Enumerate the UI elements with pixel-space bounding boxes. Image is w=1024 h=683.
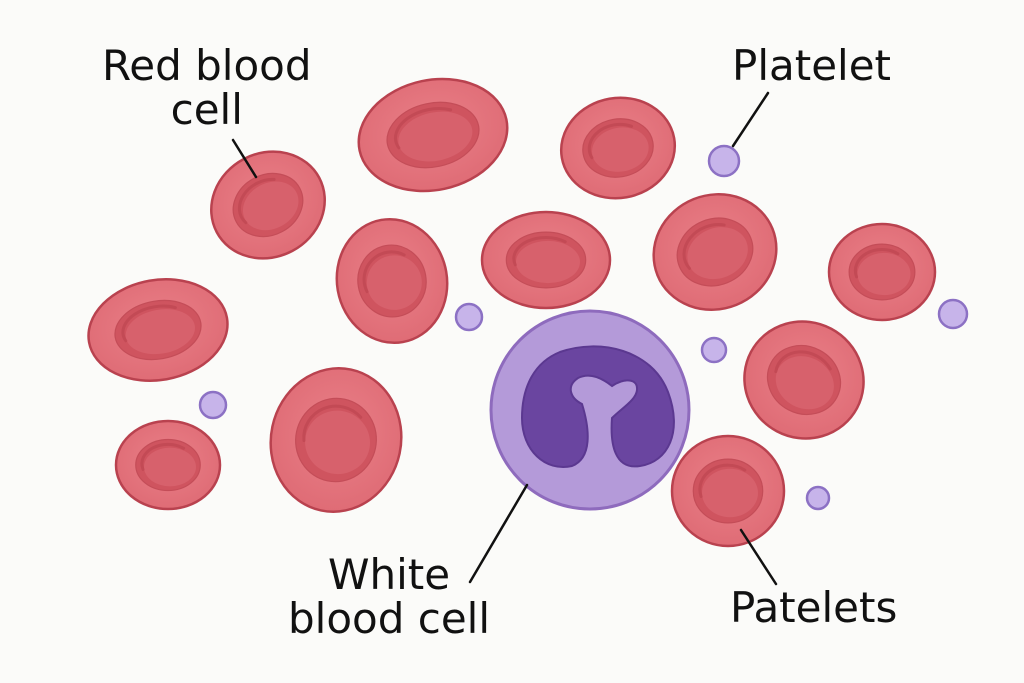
leader-line-patelets bbox=[739, 528, 778, 586]
platelet bbox=[198, 390, 228, 420]
wbc-nucleus bbox=[520, 345, 675, 468]
label-platelet-text: Platelet bbox=[732, 41, 892, 90]
red-blood-cell bbox=[652, 193, 778, 311]
platelets bbox=[198, 144, 969, 511]
red-blood-cells bbox=[87, 77, 937, 548]
red-blood-cell bbox=[269, 367, 403, 513]
leader-line-white-blood-cell bbox=[468, 483, 529, 584]
platelet bbox=[454, 302, 484, 332]
label-red-blood-cell: Red blood cell bbox=[102, 41, 312, 135]
label-red-blood-cell-line2: cell bbox=[170, 85, 243, 135]
red-blood-cell bbox=[480, 210, 612, 310]
label-white-blood-cell: White blood cell bbox=[288, 550, 491, 644]
red-blood-cell bbox=[87, 278, 229, 382]
leader-line-platelet bbox=[731, 91, 770, 148]
leader-line-red-blood-cell bbox=[231, 138, 258, 179]
leader-lines bbox=[231, 91, 778, 586]
label-platelet: Platelet bbox=[732, 41, 892, 90]
label-patelets-text: Patelets bbox=[730, 583, 898, 632]
red-blood-cell bbox=[357, 77, 509, 193]
label-patelets: Patelets bbox=[730, 583, 898, 632]
red-blood-cell bbox=[743, 320, 865, 440]
red-blood-cell bbox=[827, 222, 937, 322]
label-red-blood-cell-line1: Red blood bbox=[102, 41, 312, 90]
platelet bbox=[707, 144, 741, 178]
red-blood-cell bbox=[114, 419, 222, 511]
red-blood-cell bbox=[210, 150, 326, 260]
platelet bbox=[937, 298, 969, 330]
label-white-blood-cell-line2: blood cell bbox=[288, 594, 491, 644]
label-white-blood-cell-line1: White bbox=[327, 550, 451, 599]
red-blood-cell bbox=[559, 96, 677, 200]
platelet bbox=[700, 336, 728, 364]
white-blood-cell bbox=[489, 309, 691, 511]
red-blood-cell bbox=[335, 217, 449, 345]
platelet bbox=[805, 485, 831, 511]
red-blood-cell bbox=[670, 434, 786, 548]
